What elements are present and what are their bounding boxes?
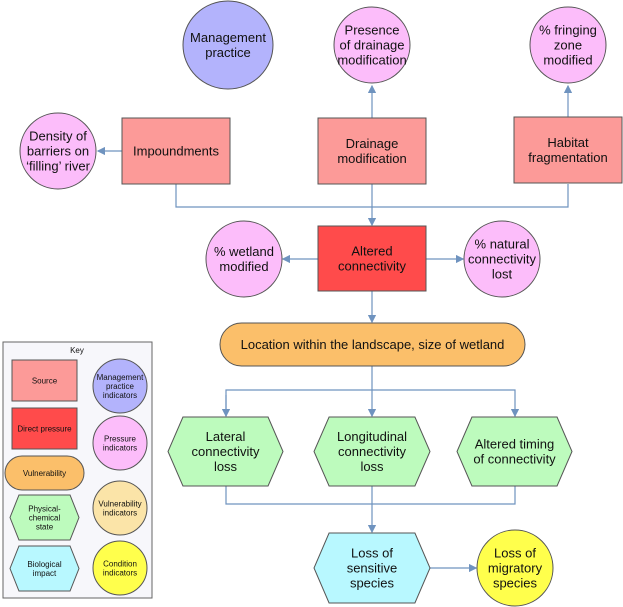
key-source-shape — [11, 359, 78, 402]
wetland-modified-node-shape — [205, 220, 283, 298]
key-biological-shape — [9, 545, 80, 592]
impoundments-node-label: Impoundments — [133, 144, 219, 159]
key-source-label: Source — [32, 376, 58, 385]
lateral-loss-node-shape — [167, 416, 284, 487]
edge-join-impacts — [225, 486, 516, 505]
location-node-shape — [219, 322, 526, 367]
management-practice-node-shape — [182, 0, 274, 90]
key-condition-indicators-shape — [92, 540, 148, 596]
key-vulnerability-label: Vulnerability — [23, 469, 66, 478]
location-node-label: Location within the landscape, size of w… — [241, 337, 505, 352]
location-node: Location within the landscape, size of w… — [219, 322, 526, 367]
key-title: Key — [70, 346, 84, 355]
presence-drainage-node-shape — [333, 6, 411, 84]
key-direct-pressure-label: Direct pressure — [17, 424, 72, 433]
fringing-zone-node-shape — [529, 6, 607, 84]
drainage-modification-node-shape — [317, 117, 427, 185]
key-vulnerability: Vulnerability — [4, 455, 85, 491]
key-vulnerability-shape — [4, 455, 85, 491]
edges — [96, 84, 573, 573]
natural-connectivity-node-shape — [463, 220, 541, 298]
habitat-fragmentation-node-shape — [513, 116, 623, 184]
loss-migratory-node-shape — [476, 529, 554, 607]
key-vulnerability-indicators-shape — [92, 480, 148, 536]
key-direct-pressure: Direct pressure — [11, 407, 78, 450]
key-pressure-indicators-shape — [92, 415, 148, 471]
loss-sensitive-node-shape — [313, 532, 431, 604]
key-management-indicators-shape — [92, 358, 148, 414]
key-source: Source — [11, 359, 78, 402]
impoundments-node: Impoundments — [121, 117, 231, 185]
longitudinal-loss-node-shape — [313, 416, 431, 487]
altered-connectivity-node-shape — [317, 225, 427, 292]
impoundments-node-shape — [121, 117, 231, 185]
key-direct-pressure-shape — [11, 407, 78, 450]
edge-location-branch — [225, 389, 520, 418]
key-physical-chemical-shape — [9, 494, 80, 541]
density-barriers-node-shape — [19, 112, 97, 190]
altered-timing-node-shape — [456, 416, 573, 487]
